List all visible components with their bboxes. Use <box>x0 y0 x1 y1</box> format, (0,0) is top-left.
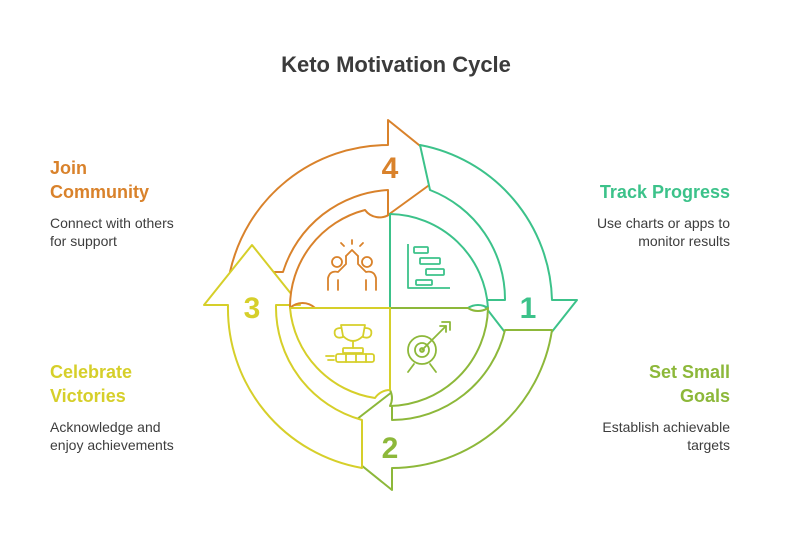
trophy-icon <box>325 324 375 363</box>
step-set-small-goals-heading: Set Small Goals <box>648 362 730 406</box>
step-join-community-heading: Join Community <box>50 158 149 202</box>
high-five-icon <box>327 239 377 291</box>
target-icon <box>407 321 451 373</box>
step-track-progress-heading: Track Progress <box>599 182 730 202</box>
inner-quadrant-goals <box>389 307 489 407</box>
inner-quadrant-victories <box>289 307 391 399</box>
step-number-4: 4 <box>382 152 399 185</box>
inner-quadrant-progress <box>389 213 489 309</box>
step-number-3: 3 <box>244 292 261 325</box>
step-set-small-goals-description: Establish achievable targets <box>602 419 730 453</box>
arrow-segment-4 <box>229 119 451 273</box>
step-track-progress: Track Progress Use charts or apps to mon… <box>540 180 730 250</box>
bar-chart-icon <box>407 244 450 289</box>
step-track-progress-description: Use charts or apps to monitor results <box>596 215 730 249</box>
step-join-community-description: Connect with others for support <box>50 215 174 249</box>
step-join-community: Join Community Connect with others for s… <box>50 156 240 250</box>
step-number-1: 1 <box>520 292 537 325</box>
arrow-segment-1 <box>419 144 578 363</box>
diagram-title: Keto Motivation Cycle <box>281 52 511 77</box>
arrow-segment-3 <box>203 244 363 469</box>
step-set-small-goals: Set Small Goals Establish achievable tar… <box>540 360 730 454</box>
step-number-2: 2 <box>382 432 399 465</box>
step-celebrate-victories: Celebrate Victories Acknowledge and enjo… <box>50 360 240 454</box>
arrow-segment-2 <box>329 329 553 491</box>
inner-quadrant-community <box>288 209 391 309</box>
step-celebrate-victories-description: Acknowledge and enjoy achievements <box>50 419 174 453</box>
step-celebrate-victories-heading: Celebrate Victories <box>50 362 133 406</box>
